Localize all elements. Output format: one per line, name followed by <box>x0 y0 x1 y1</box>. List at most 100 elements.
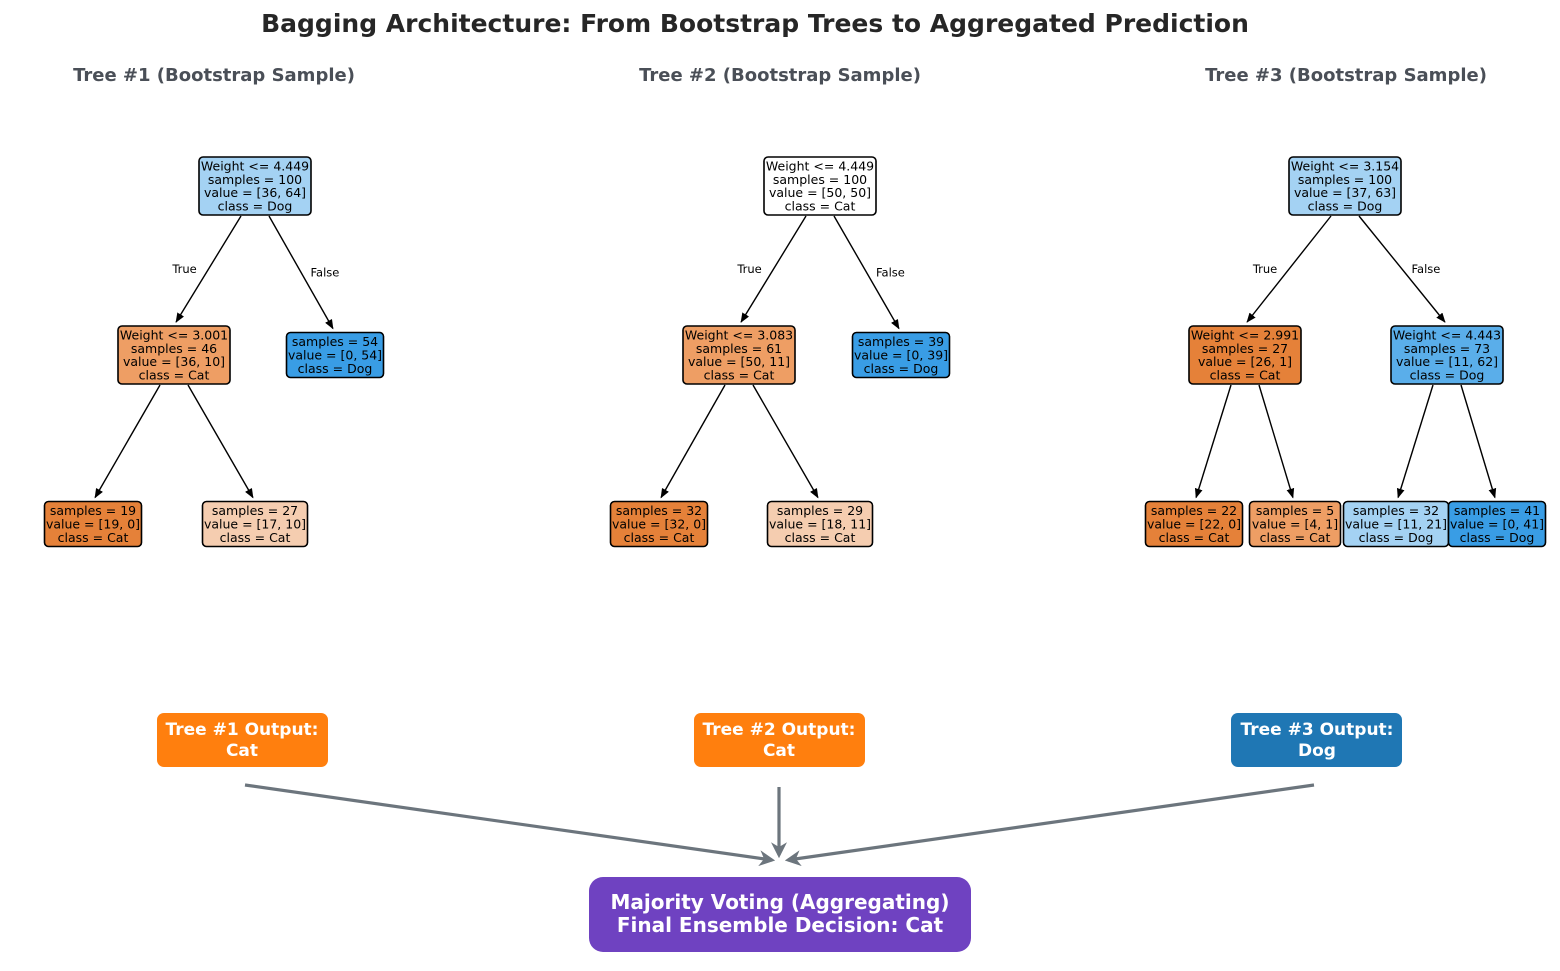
tree-1-node-n1-line-3: value = [36, 10] <box>123 354 225 369</box>
tree-3-node-n5-line-3: class = Dog <box>1359 530 1434 545</box>
tree-2-edge-n0-n1 <box>740 215 807 323</box>
final-decision-line-1: Majority Voting (Aggregating) <box>611 890 950 914</box>
tree-1-edge-label-false: False <box>311 265 340 279</box>
tree-2-node-n0-line-1: Weight <= 4.449 <box>766 158 874 173</box>
tree-3-edge-n2-n5 <box>1396 384 1434 499</box>
tree-3-output-value: Dog <box>1298 741 1336 761</box>
tree-2-node-n2-box <box>851 331 951 379</box>
tree-1-node-n2-line-2: value = [0, 54] <box>288 348 382 363</box>
tree-2-edge-label-false: False <box>876 265 905 279</box>
tree-3-node-n3-box <box>1144 500 1244 548</box>
tree-3-node-n2-line-2: samples = 73 <box>1404 341 1490 356</box>
tree-1-node-n1-box <box>117 325 231 385</box>
tree-3-edge-n0-n2 <box>1358 215 1446 323</box>
tree-3-node-n2-line-3: value = [11, 62] <box>1396 354 1498 369</box>
tree-3-node-n3-line-3: class = Cat <box>1159 530 1230 545</box>
tree-1-node-n0-box <box>198 156 312 216</box>
tree-2-node-n3-line-3: class = Cat <box>624 530 695 545</box>
tree-2-node-n3-line-2: value = [32, 0] <box>612 517 706 532</box>
tree-2-node-n0-box <box>763 156 877 216</box>
tree-3-node-n1-line-4: class = Cat <box>1210 368 1281 383</box>
tree-1-edge-label-true: True <box>171 262 196 276</box>
tree-2-node-n1-box <box>682 325 796 385</box>
tree-1-title: Tree #1 (Bootstrap Sample) <box>73 65 355 86</box>
tree-1-node-n1-line-4: class = Cat <box>139 368 210 383</box>
diagram-title: Bagging Architecture: From Bootstrap Tre… <box>261 9 1249 38</box>
tree-2-node-n0-line-2: samples = 100 <box>773 172 867 187</box>
tree-2-node-n4-box <box>766 500 874 548</box>
tree-3-output-box: Tree #3 Output: Dog <box>1231 713 1402 767</box>
tree-1-edge-n0-n2 <box>268 215 334 330</box>
tree-1-node-n4-line-1: samples = 27 <box>212 503 298 518</box>
aggregation-arrow-1 <box>244 783 776 867</box>
tree-1-output-label: Tree #1 Output: <box>166 720 319 740</box>
tree-1-node-n3-line-3: class = Cat <box>58 530 129 545</box>
tree-1-output-value: Cat <box>226 741 258 761</box>
tree-3-node-n0-line-3: value = [37, 63] <box>1294 185 1396 200</box>
tree-3-title: Tree #3 (Bootstrap Sample) <box>1205 65 1487 86</box>
tree-1-node-n2-box <box>285 331 385 379</box>
tree-3-edge-label-true: True <box>1252 262 1277 276</box>
tree-3-edge-n0-n1 <box>1246 215 1332 323</box>
tree-1-node-n3-line-1: samples = 19 <box>50 503 136 518</box>
tree-3-node-n4-box <box>1248 500 1342 548</box>
tree-2-node-n1-line-2: samples = 61 <box>696 341 782 356</box>
tree-1-node-n0-line-2: samples = 100 <box>208 172 302 187</box>
tree-2-output-label: Tree #2 Output: <box>703 720 856 740</box>
tree-1-node-n1-line-1: Weight <= 3.001 <box>120 327 228 342</box>
tree-2-edge-n1-n4 <box>752 384 819 499</box>
tree-3-node-n6-line-3: class = Dog <box>1460 530 1535 545</box>
tree-3-node-n2-line-1: Weight <= 4.443 <box>1393 327 1501 342</box>
tree-2-node-n4-line-3: class = Cat <box>785 530 856 545</box>
tree-3-node-n2-box <box>1390 325 1504 385</box>
aggregation-arrow-3 <box>784 783 1315 867</box>
tree-2-node-n2-line-1: samples = 39 <box>858 334 944 349</box>
tree-3-node-n3-line-1: samples = 22 <box>1151 503 1237 518</box>
tree-1-edge-n1-n4 <box>187 384 254 499</box>
tree-1-node-n2-line-1: samples = 54 <box>292 334 378 349</box>
tree-2-node-n3-box <box>609 500 709 548</box>
tree-1-edge-n0-n1 <box>175 215 242 323</box>
tree-2-edge-n1-n3 <box>660 384 726 499</box>
tree-3-edge-n2-n6 <box>1460 384 1497 499</box>
tree-3-node-n5-line-1: samples = 32 <box>1353 503 1439 518</box>
tree-3-node-n6-line-1: samples = 41 <box>1454 503 1540 518</box>
tree-3-node-n0-box <box>1288 156 1402 216</box>
tree-2-edge-label-true: True <box>736 262 761 276</box>
tree-3-node-n0-line-2: samples = 100 <box>1298 172 1392 187</box>
tree-2-output-value: Cat <box>763 741 795 761</box>
tree-2-node-n3-line-1: samples = 32 <box>616 503 702 518</box>
tree-1-node-n0-line-3: value = [36, 64] <box>204 185 306 200</box>
tree-3-node-n1-line-1: Weight <= 2.991 <box>1191 327 1299 342</box>
tree-2-node-n2-line-3: class = Dog <box>864 361 939 376</box>
tree-3-node-n6-box <box>1447 500 1547 548</box>
tree-3-node-n1-line-3: value = [26, 1] <box>1198 354 1292 369</box>
tree-1-node-n0-line-4: class = Dog <box>218 199 293 214</box>
tree-1-node-n4-box <box>201 500 309 548</box>
tree-1-node-n1-line-2: samples = 46 <box>131 341 217 356</box>
tree-1-node-n3-box <box>43 500 143 548</box>
final-decision-box: Majority Voting (Aggregating) Final Ense… <box>589 877 971 952</box>
tree-3-edge-n1-n3 <box>1194 384 1232 499</box>
tree-3-node-n4-line-3: class = Cat <box>1260 530 1331 545</box>
tree-3-output-label: Tree #3 Output: <box>1241 720 1394 740</box>
tree-3-edge-n1-n4 <box>1258 384 1295 499</box>
tree-3-node-n2-line-4: class = Dog <box>1410 368 1485 383</box>
tree-1-node-n2-line-3: class = Dog <box>298 361 373 376</box>
tree-2-edge-n0-n2 <box>833 215 900 330</box>
tree-2-node-n1-line-3: value = [50, 11] <box>688 354 790 369</box>
